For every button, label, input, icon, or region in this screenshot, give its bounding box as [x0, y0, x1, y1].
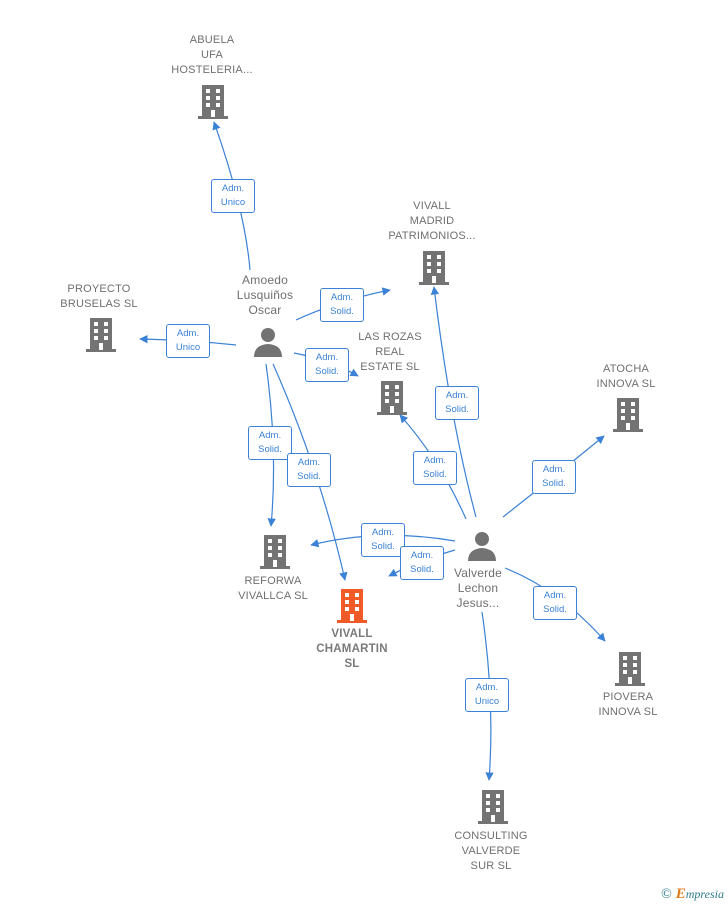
edge-label-valverde-reforwa[interactable]: Adm.Solid. [361, 523, 405, 557]
node-label-proyecto-bruselas: PROYECTO BRUSELAS SL [60, 283, 138, 310]
building-icon[interactable] [614, 651, 646, 687]
node-label-las-rozas: LAS ROZAS REAL ESTATE SL [358, 331, 422, 373]
edge-label-valverde-consulting[interactable]: Adm.Unico [465, 678, 509, 712]
person-icon[interactable] [252, 326, 284, 358]
edge-label-valverde-chamartin[interactable]: Adm.Solid. [400, 546, 444, 580]
node-label-piovera: PIOVERA INNOVA SL [598, 691, 658, 718]
building-icon[interactable] [259, 534, 291, 570]
focus-building-icon[interactable] [336, 588, 368, 624]
building-icon[interactable] [376, 380, 408, 416]
node-label-valverde: Valverde Lechon Jesus... [453, 566, 503, 610]
node-label-abuela-ufa: ABUELA UFA HOSTELERIA... [171, 34, 253, 76]
edge-label-valverde-las-rozas[interactable]: Adm.Solid. [413, 451, 457, 485]
edge-label-amoedo-reforwa[interactable]: Adm.Solid. [248, 426, 292, 460]
building-icon[interactable] [612, 397, 644, 433]
node-label-atocha: ATOCHA INNOVA SL [596, 363, 656, 390]
node-label-consulting: CONSULTING VALVERDE SUR SL [454, 830, 528, 872]
brand-name: mpresia [685, 887, 724, 901]
node-label-amoedo: Amoedo Lusquiños Oscar [236, 273, 294, 317]
person-icon[interactable] [466, 530, 498, 562]
edge-label-valverde-atocha[interactable]: Adm.Solid. [532, 460, 576, 494]
edge-label-amoedo-proyecto[interactable]: Adm.Unico [166, 324, 210, 358]
edge-label-amoedo-vivall-madrid[interactable]: Adm.Solid. [320, 288, 364, 322]
node-label-vivall-chamartin: VIVALL CHAMARTIN SL [316, 628, 388, 670]
edge-label-valverde-vivall-madrid[interactable]: Adm.Solid. [435, 386, 479, 420]
edge-label-amoedo-chamartin[interactable]: Adm.Solid. [287, 453, 331, 487]
copyright-symbol: © [661, 887, 672, 902]
building-icon[interactable] [418, 250, 450, 286]
footer-brand: ©Empresia [661, 886, 724, 903]
building-icon[interactable] [197, 84, 229, 120]
edge-label-valverde-piovera[interactable]: Adm.Solid. [533, 586, 577, 620]
edge-label-amoedo-las-rozas[interactable]: Adm.Solid. [305, 348, 349, 382]
node-label-vivall-madrid: VIVALL MADRID PATRIMONIOS... [388, 200, 476, 242]
edge-label-amoedo-abuela[interactable]: Adm.Unico [211, 179, 255, 213]
building-icon[interactable] [85, 317, 117, 353]
brand-initial: E [675, 886, 686, 902]
building-icon[interactable] [477, 789, 509, 825]
node-label-reforwa: REFORWA VIVALLCA SL [238, 575, 308, 602]
